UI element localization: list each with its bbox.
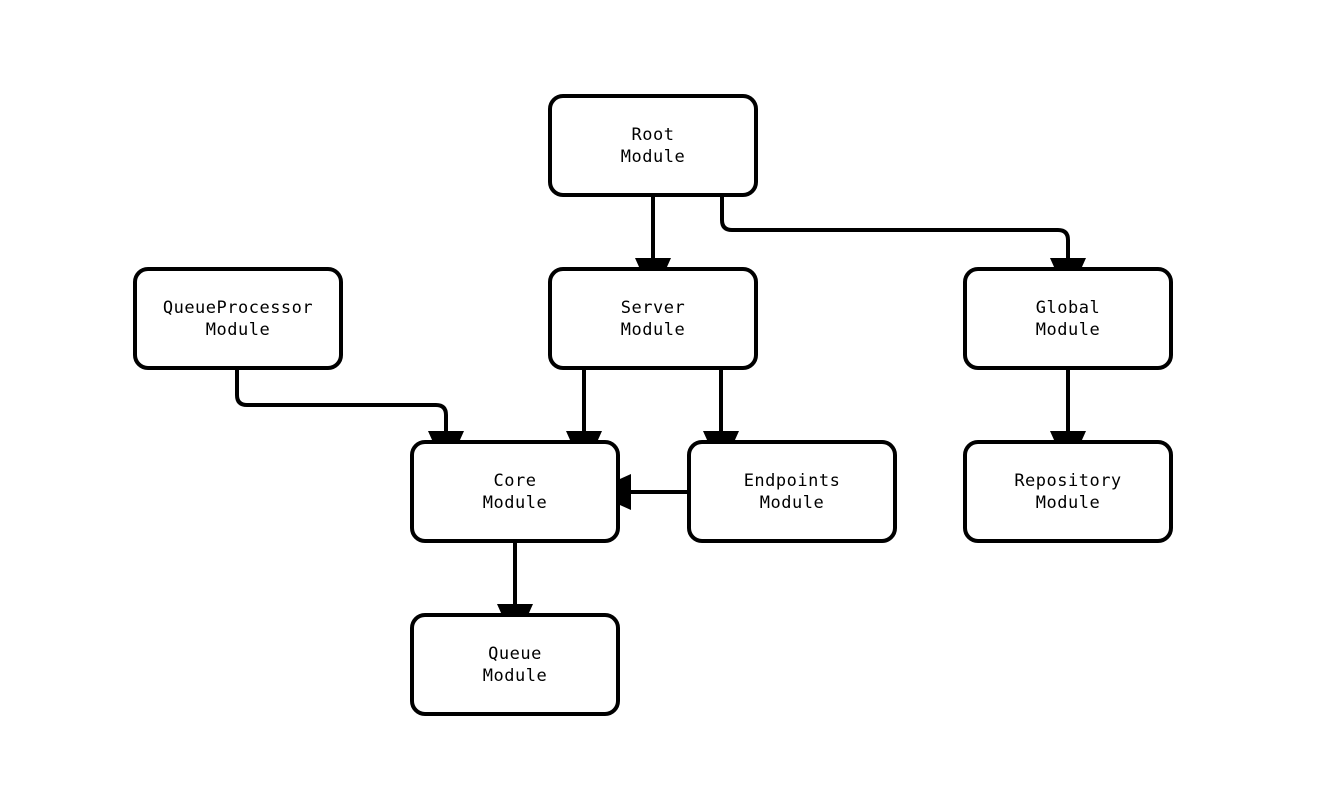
node-label-name: Core: [493, 470, 537, 491]
node-label-suffix: Module: [1035, 492, 1101, 513]
node-label-suffix: Module: [482, 665, 548, 686]
node-label-suffix: Module: [205, 319, 271, 340]
node-label-suffix: Module: [1035, 319, 1101, 340]
node-label-name: QueueProcessor: [162, 297, 314, 318]
node-label-name: Server: [620, 297, 686, 318]
node-label-name: Repository: [1014, 470, 1122, 491]
node-label-suffix: Module: [620, 319, 686, 340]
edge-root-to-global: [720, 197, 1086, 298]
node-label-name: Global: [1035, 297, 1101, 318]
node-label-suffix: Module: [759, 492, 825, 513]
edge-queueprocessor-to-core: [235, 370, 464, 471]
node-label-name: Root: [631, 124, 675, 145]
node-label-name: Endpoints: [743, 470, 841, 491]
node-label-suffix: Module: [482, 492, 548, 513]
node-label-name: Queue: [488, 643, 542, 664]
node-label-suffix: Module: [620, 146, 686, 167]
